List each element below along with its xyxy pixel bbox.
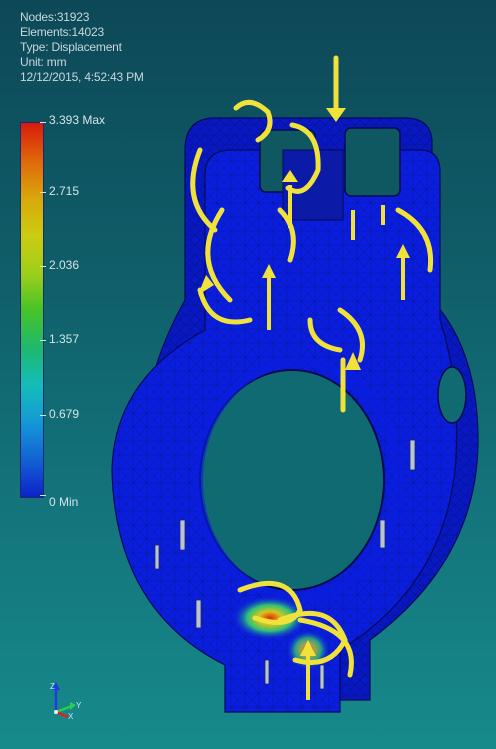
legend-tick — [40, 340, 46, 341]
timestamp: 12/12/2015, 4:52:43 PM — [20, 70, 144, 84]
legend-label: 1.357 — [49, 332, 80, 346]
legend-label: 0.679 — [49, 407, 80, 421]
color-legend-bar — [20, 122, 44, 498]
axis-z-label: Z — [50, 682, 55, 691]
legend-label-min: 0 Min — [49, 495, 79, 509]
axis-x-label: X — [68, 712, 74, 720]
legend-label: 2.715 — [49, 184, 80, 198]
result-info-panel: Nodes:31923 Elements:14023 Type: Displac… — [20, 10, 144, 85]
load-markers — [190, 55, 434, 678]
side-hole — [437, 366, 467, 424]
axis-y-label: Y — [76, 701, 82, 710]
arrow-heads — [198, 108, 410, 656]
legend-tick — [40, 192, 46, 193]
legend-tick — [40, 415, 46, 416]
elements-count: Elements:14023 — [20, 25, 104, 39]
result-type: Type: Displacement — [20, 40, 122, 54]
legend-label-max: 3.393 Max — [49, 113, 106, 127]
unit-label: Unit: mm — [20, 55, 67, 69]
legend-tick-max — [40, 122, 46, 123]
legend-label: 2.036 — [49, 258, 80, 272]
legend-tick — [40, 266, 46, 267]
view-axis-triad[interactable]: Z Y X — [38, 680, 88, 720]
legend-tick-min — [40, 495, 46, 496]
nodes-count: Nodes:31923 — [20, 10, 90, 24]
max-displacement-region — [232, 596, 308, 640]
